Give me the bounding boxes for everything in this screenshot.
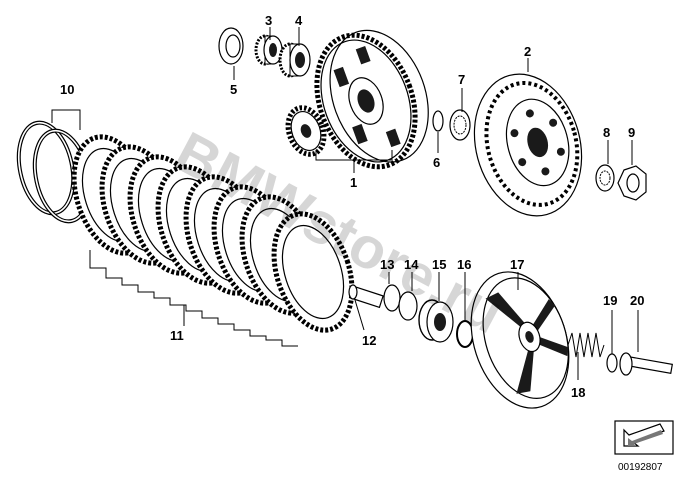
washer-part-6 [432,110,444,132]
leader-lines [51,27,639,380]
washer-part-14 [398,291,418,321]
lock-washer-part-8 [595,164,615,192]
callout-10: 10 [60,82,74,97]
push-piece-part-12 [348,284,384,331]
callout-1: 1 [350,175,357,190]
callout-labels: 1 2 3 4 5 6 7 8 9 10 11 12 13 14 15 16 1… [60,13,644,400]
thrust-washer-part-5 [218,27,244,65]
callout-14: 14 [404,257,419,272]
callout-3: 3 [265,13,272,28]
callout-20: 20 [630,293,644,308]
lock-washer-part-7 [449,109,471,141]
callout-18: 18 [571,385,585,400]
reference-number: 00192807 [618,462,663,473]
hex-nut-part-9 [617,165,647,201]
callout-9: 9 [628,125,635,140]
clutch-hub-part-2 [473,73,583,217]
pressure-plate-part-17 [470,271,570,409]
callout-5: 5 [230,82,237,97]
callout-12: 12 [362,333,376,348]
callout-7: 7 [458,72,465,87]
clutch-plates-part-11 [71,134,355,347]
washer-part-19 [606,353,618,373]
spring-part-18 [567,332,605,358]
callout-6: 6 [433,155,440,170]
needle-bearing-part-3 [254,34,283,66]
callout-17: 17 [510,257,524,272]
callout-4: 4 [295,13,303,28]
needle-bearing-part-4 [278,42,311,78]
callout-19: 19 [603,293,617,308]
clutch-housing-part-1 [285,29,429,170]
callout-13: 13 [380,257,394,272]
callout-15: 15 [432,257,446,272]
callout-8: 8 [603,125,610,140]
bolt-part-20 [619,352,674,376]
callout-11: 11 [170,328,184,343]
callout-16: 16 [457,257,471,272]
ball-bearing-part-15 [418,299,454,343]
direction-arrow-icon [614,420,674,455]
callout-2: 2 [524,44,531,59]
